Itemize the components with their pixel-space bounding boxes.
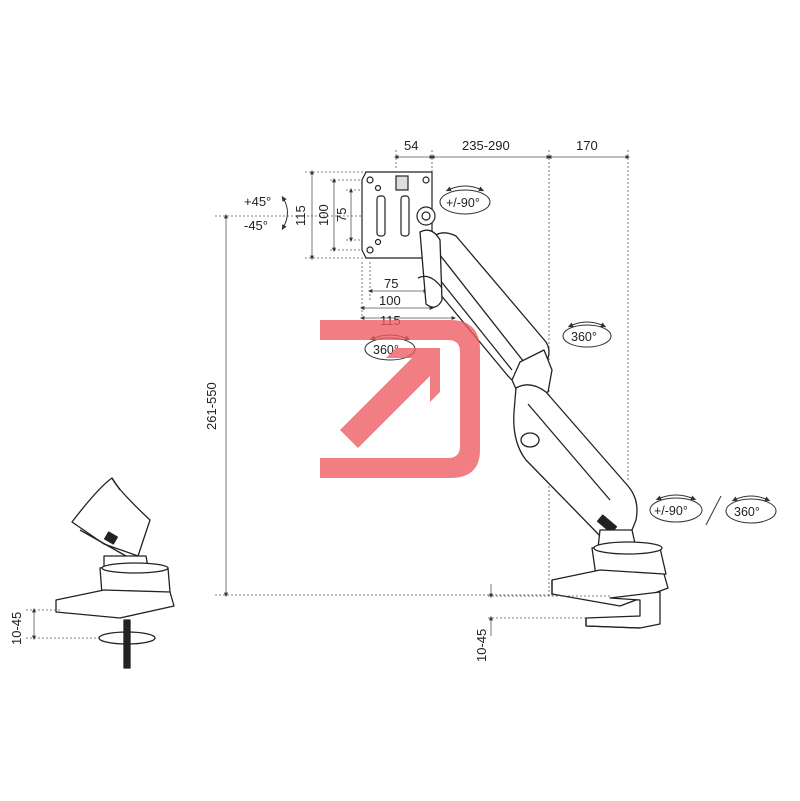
rotate-arm-label: 360° <box>571 330 597 344</box>
vesa-v75-label: 75 <box>334 208 349 222</box>
swivel-base-label: +/-90° <box>654 504 688 518</box>
dim-54-label: 54 <box>404 138 418 153</box>
dim-235-290-label: 235-290 <box>462 138 510 153</box>
dim-170-label: 170 <box>576 138 598 153</box>
clamp-right-dims <box>488 584 612 636</box>
dim-261-550-label: 261-550 <box>204 382 219 430</box>
tilt-minus-label: -45° <box>244 218 268 233</box>
clamp-left-dims <box>26 608 100 640</box>
vesa-h75-label: 75 <box>384 276 398 291</box>
clamp-detail-inset <box>55 477 175 669</box>
swivel-top-label: +/-90° <box>446 196 480 210</box>
arrow-up-right-in-box-icon <box>320 320 480 478</box>
tilt-plus-label: +45° <box>244 194 271 209</box>
vesa-h100-label: 100 <box>379 293 401 308</box>
rotate-base-badge: 360° <box>725 495 777 524</box>
clamp-left-range-label: 10-45 <box>9 612 24 645</box>
monitor-arm <box>417 229 669 629</box>
swivel-top-badge: +/-90° <box>439 185 491 215</box>
rotate-base-label: 360° <box>734 505 760 519</box>
rotate-arm-badge: 360° <box>562 321 612 348</box>
vesa-plate <box>361 171 436 259</box>
vesa-v115-label: 115 <box>293 205 308 226</box>
clamp-right-range-label: 10-45 <box>474 629 489 662</box>
swivel-base-badge: +/-90° <box>649 494 703 523</box>
vesa-v100-label: 100 <box>316 204 331 226</box>
tilt-arrow-icon <box>281 195 288 231</box>
separator-slash <box>705 495 722 526</box>
